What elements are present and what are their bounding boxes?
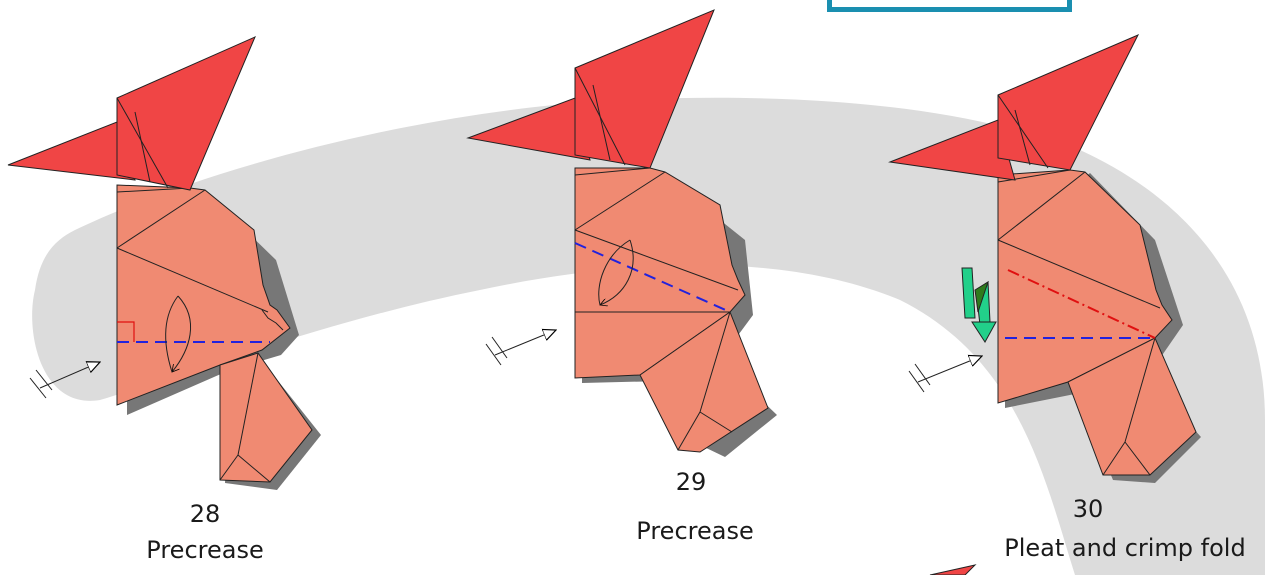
pleat-arrow-icon	[961, 267, 997, 343]
view-arrow	[917, 356, 982, 383]
figure-step-28	[7, 36, 321, 490]
step-30-number: 30	[1072, 495, 1104, 523]
fold-arrow	[600, 239, 634, 305]
leg-shape	[639, 311, 769, 453]
leg-shape	[1067, 337, 1197, 476]
hat-crown	[997, 34, 1140, 171]
fold-arrow	[172, 295, 192, 372]
leg-shape	[219, 352, 313, 483]
valley-fold-line	[574, 242, 731, 313]
hat-crown	[116, 36, 256, 191]
step-30-caption: Pleat and crimp fold	[1004, 534, 1246, 562]
body-shape	[997, 169, 1173, 404]
hat-brim	[7, 121, 136, 181]
step-28-number: 28	[189, 500, 221, 528]
body-shape	[116, 184, 291, 406]
step-29-number: 29	[675, 468, 707, 496]
view-arrow	[494, 330, 556, 356]
mountain-fold-line	[1007, 269, 1156, 339]
step-29-caption: Precrease	[636, 517, 754, 545]
step-28-caption: Precrease	[146, 536, 264, 564]
body-shape	[574, 167, 746, 379]
next-step-fragment	[929, 564, 977, 575]
figure-step-30	[888, 34, 1201, 483]
view-arrow	[39, 362, 100, 389]
figure-step-29	[466, 9, 777, 457]
hat-crown	[574, 9, 715, 169]
right-angle-mark	[117, 321, 135, 342]
path-background	[32, 97, 1265, 575]
